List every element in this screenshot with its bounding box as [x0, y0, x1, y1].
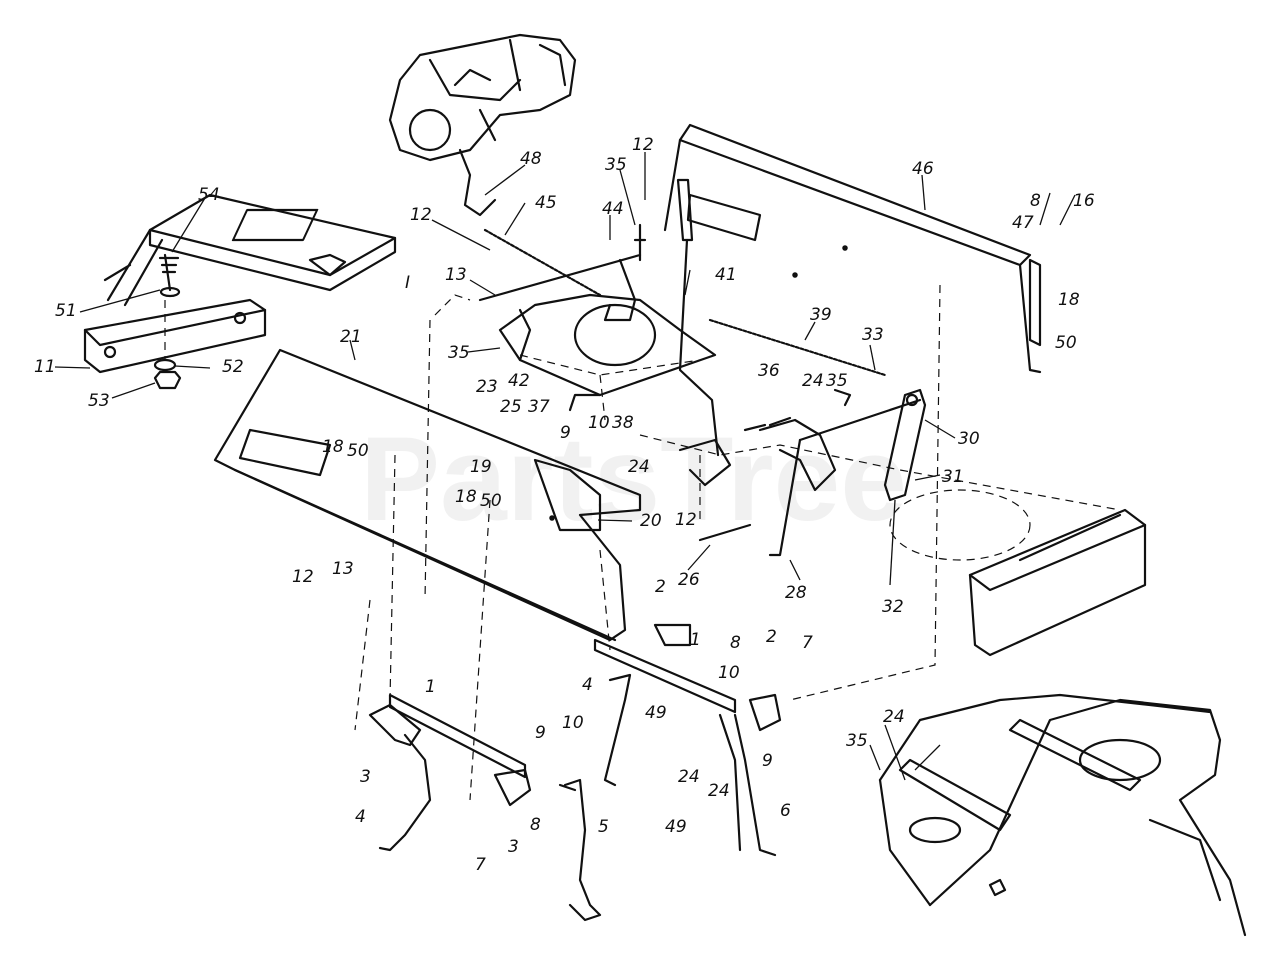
- callout-5: 5: [598, 817, 609, 837]
- callout-35-d: 35: [846, 731, 868, 751]
- callout-12-a: 12: [410, 205, 432, 225]
- callout-33: 33: [862, 325, 884, 345]
- callout-3-b: 3: [508, 837, 519, 857]
- callout-36: 36: [758, 361, 780, 381]
- callout-53: 53: [88, 391, 110, 411]
- callout-8-c: 8: [530, 815, 541, 835]
- callout-19: 19: [470, 457, 492, 477]
- callout-39: 39: [810, 305, 832, 325]
- callout-35-b: 35: [605, 155, 627, 175]
- callout-24-c: 24: [678, 767, 700, 787]
- body-panel: [968, 508, 1147, 657]
- callout-24-d: 24: [708, 781, 730, 801]
- frame-outline: [354, 284, 1121, 801]
- callout-24-b: 24: [628, 457, 650, 477]
- callout-54: 54: [198, 185, 220, 205]
- callout-20: 20: [640, 511, 662, 531]
- callout-28: 28: [785, 583, 807, 603]
- leader-lines: [54, 152, 1076, 781]
- callout-12-c: 12: [675, 510, 697, 530]
- callout-1-a: 1: [690, 630, 701, 650]
- callout-25: 25: [500, 397, 522, 417]
- callout-13-a: 13: [445, 265, 467, 285]
- callout-23: 23: [476, 377, 498, 397]
- callout-26: 26: [678, 570, 700, 590]
- mounting-plate: [83, 193, 397, 390]
- callout-18-a: 18: [1058, 290, 1080, 310]
- callout-42: 42: [508, 371, 530, 391]
- callout-32: 32: [882, 597, 904, 617]
- callout-35-c: 35: [826, 371, 848, 391]
- callout-24-e: 24: [883, 707, 905, 727]
- callout-50-c: 50: [480, 491, 502, 511]
- callout-30: 30: [958, 429, 980, 449]
- mower-deck: [878, 693, 1247, 937]
- springs-rods: [478, 223, 922, 542]
- callout-9-c: 9: [535, 723, 546, 743]
- callout-45: 45: [535, 193, 557, 213]
- callout-10-b: 10: [718, 663, 740, 683]
- callout-41: 41: [715, 265, 737, 285]
- panel-21: [213, 348, 642, 642]
- callout-3-a: 3: [360, 767, 371, 787]
- seat-plate: [663, 123, 1042, 374]
- callout-51: 51: [55, 301, 77, 321]
- callout-12-b: 12: [632, 135, 654, 155]
- callout-18-c: 18: [455, 487, 477, 507]
- lower-linkages: [368, 623, 782, 922]
- callout-13-b: 13: [332, 559, 354, 579]
- callout-35-a: 35: [448, 343, 470, 363]
- callout-44: 44: [602, 199, 624, 219]
- callout-10-a: 10: [588, 413, 610, 433]
- callout-52: 52: [222, 357, 244, 377]
- callout-18-b: 18: [322, 437, 344, 457]
- callout-2-b: 2: [766, 627, 777, 647]
- bracket-37: [498, 293, 717, 412]
- callout-49-a: 49: [645, 703, 667, 723]
- callout-50-a: 50: [1055, 333, 1077, 353]
- callout-11: 11: [34, 357, 56, 377]
- callout-4-a: 4: [582, 675, 593, 695]
- callout-47: 47: [1012, 213, 1034, 233]
- callout-50-b: 50: [347, 441, 369, 461]
- callout-12-d: 12: [292, 567, 314, 587]
- callout-9-a: 9: [560, 423, 571, 443]
- lever-41: [676, 178, 732, 487]
- engine: [388, 33, 577, 217]
- callout-31: 31: [942, 467, 964, 487]
- callout-9-b: 9: [762, 751, 773, 771]
- callout-10-c: 10: [562, 713, 584, 733]
- callout-21: 21: [340, 327, 362, 347]
- callout-38: 38: [612, 413, 634, 433]
- callout-7-b: 7: [475, 855, 486, 875]
- callout-49-b: 49: [665, 817, 687, 837]
- callout-6: 6: [780, 801, 791, 821]
- callout-24-a: 24: [802, 371, 824, 391]
- callout-8-b: 8: [730, 633, 741, 653]
- callout-1-b: 1: [425, 677, 436, 697]
- callout-16: 16: [1073, 191, 1095, 211]
- callout-48: 48: [520, 149, 542, 169]
- callout-46: 46: [912, 159, 934, 179]
- callout-8-a: 8: [1030, 191, 1041, 211]
- callout-2-a: 2: [655, 577, 666, 597]
- callout-I-a: I: [405, 273, 410, 293]
- callout-7-a: 7: [802, 633, 813, 653]
- callout-37: 37: [528, 397, 550, 417]
- linkage-right: [743, 388, 927, 557]
- callout-labels: 54 51 11 52 53 I 48 12 45 13 35 23 42 37…: [34, 135, 1095, 875]
- callout-4-b: 4: [355, 807, 366, 827]
